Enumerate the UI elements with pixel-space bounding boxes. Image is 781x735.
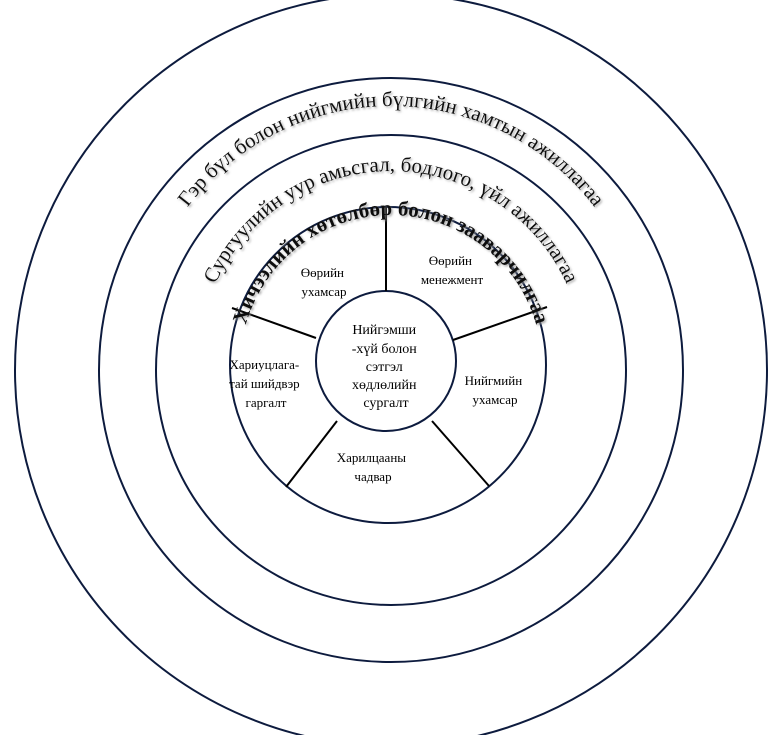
segment-relationship-skills: Харилцааны чадвар <box>337 450 410 484</box>
competency-ring <box>229 206 547 524</box>
core-line: сэтгэл <box>366 360 403 375</box>
divider-left <box>231 307 317 339</box>
inner-ring <box>155 134 627 606</box>
segment-social-awareness: Нийгмийн ухамсар <box>465 373 526 407</box>
inner-ring-label: Хичээлийн хөтөлбөр болон зааварчилгаа <box>228 196 555 327</box>
core-line: хөдлөлийн <box>352 378 417 393</box>
core-line: -хүй болон <box>352 342 418 357</box>
core-line: Нийгэмши <box>352 323 416 338</box>
divider-right <box>452 306 548 341</box>
divider-bottom-right <box>431 420 490 487</box>
segment-self-management: Өөрийн менежмент <box>421 253 484 287</box>
divider-bottom-left <box>285 420 338 488</box>
segment-self-awareness: Өөрийн ухамсар <box>301 265 348 299</box>
middle-ring <box>98 77 684 663</box>
core-line: сургалт <box>363 396 408 411</box>
segment-responsible-decision-making: Хариуцлага- тай шийдвэр гаргалт <box>229 357 303 410</box>
outer-ring <box>14 0 768 735</box>
core-label: Нийгэмши -хүй болон сэтгэл хөдлөлийн сур… <box>352 323 421 411</box>
